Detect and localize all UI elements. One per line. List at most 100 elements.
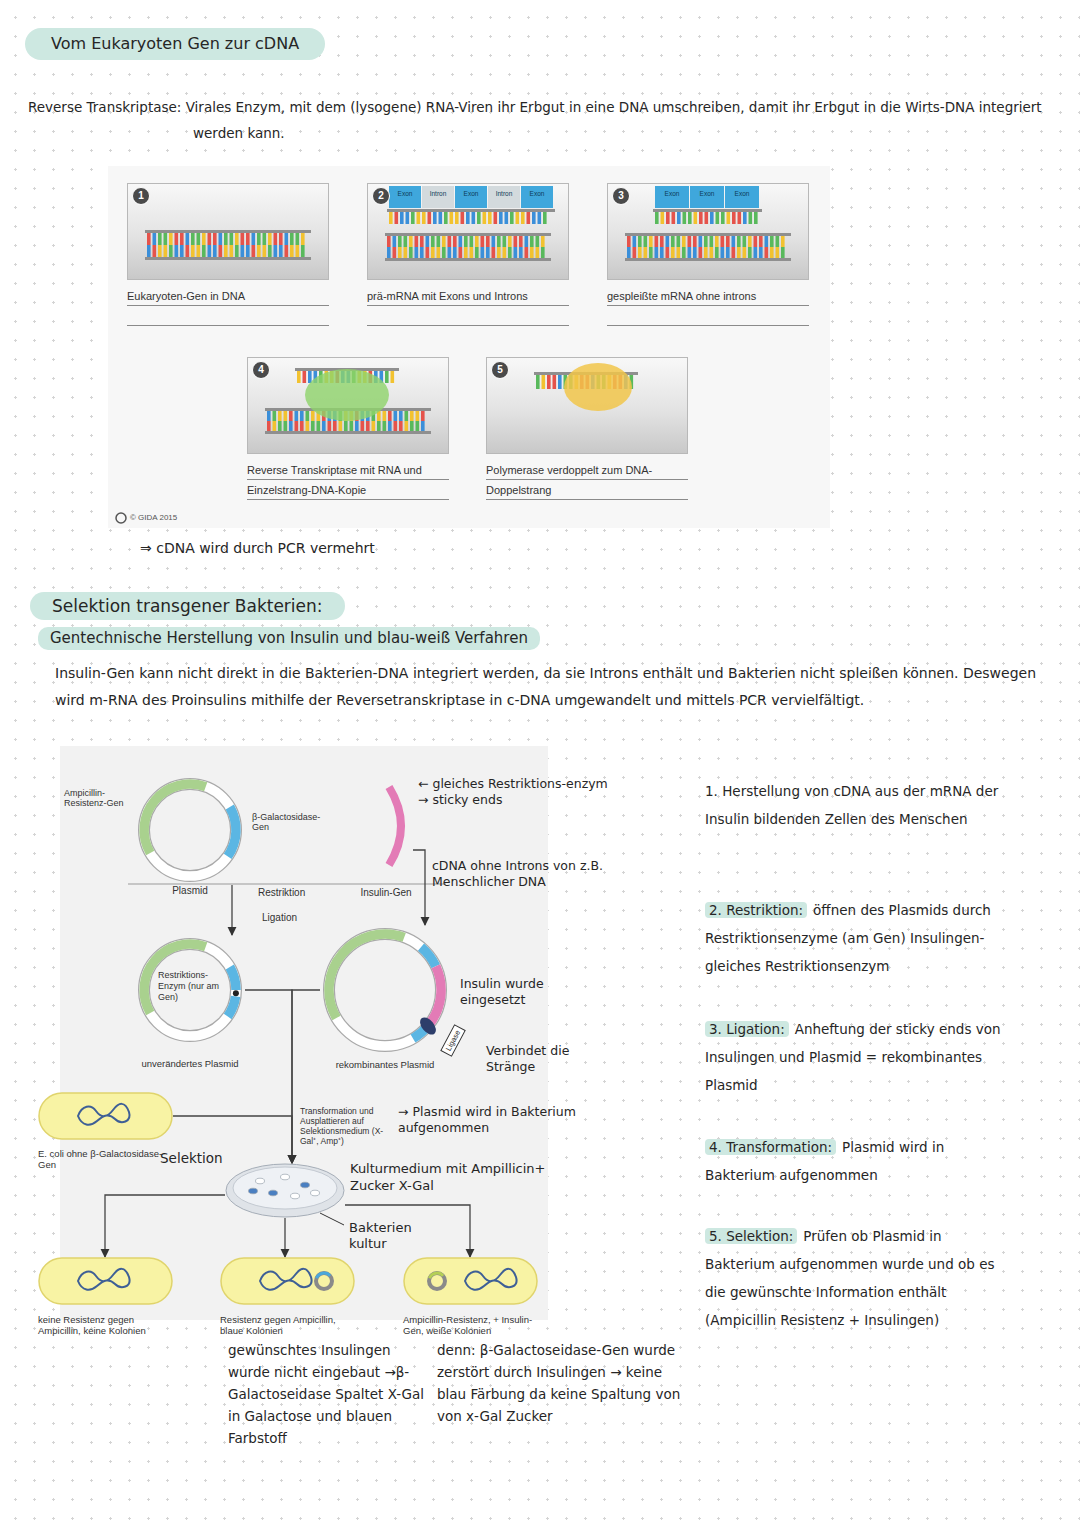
plasmid-ring: Plasmid [135, 775, 245, 885]
base [394, 421, 398, 431]
plasmid-ring [144, 944, 236, 1036]
base [453, 236, 457, 247]
base [383, 421, 387, 431]
base [191, 245, 195, 257]
base [721, 236, 725, 247]
base [488, 212, 492, 224]
gene-segment [317, 1273, 331, 1278]
base [649, 247, 653, 258]
base [732, 236, 736, 247]
plasmid-ring [144, 784, 236, 876]
chromosome [78, 1104, 130, 1125]
enzyme-tag: Ligase [440, 1024, 466, 1057]
base [483, 212, 487, 224]
base [339, 421, 343, 431]
base [257, 233, 261, 245]
gene-segment [430, 1273, 444, 1278]
plasmid-outline [144, 944, 236, 1036]
callout-number: 2 [372, 187, 390, 205]
panel-background [608, 184, 809, 280]
step-heading: 5. Selektion: [705, 1228, 797, 1244]
base [426, 247, 430, 258]
base [274, 233, 278, 245]
base [492, 236, 496, 247]
base [699, 212, 703, 224]
cell-body [39, 1093, 172, 1139]
base [743, 212, 747, 224]
base [776, 247, 780, 258]
connector-arrow [345, 1205, 470, 1257]
ligase-blob [417, 1014, 439, 1037]
base [671, 247, 675, 258]
dna-backbone [387, 209, 555, 212]
bacterium-cell-shape [220, 1257, 355, 1305]
small-plasmid [316, 1273, 332, 1289]
base [285, 245, 289, 257]
exon-box [455, 186, 487, 208]
base [219, 245, 223, 257]
base [694, 212, 698, 224]
base [311, 411, 315, 421]
base [693, 236, 697, 247]
base [633, 247, 637, 258]
explanation-paragraph: Insulin-Gen kann nicht direkt in die Bak… [55, 660, 1045, 714]
base [202, 245, 206, 257]
figure-panel: 5Polymerase verdoppelt zum DNA-Doppelstr… [486, 357, 688, 454]
base [754, 236, 758, 247]
callout-number: 5 [491, 361, 509, 379]
base [514, 236, 518, 247]
base [274, 245, 278, 257]
gene-segment [428, 966, 441, 1026]
connector-arrow [105, 1195, 225, 1257]
base [525, 236, 529, 247]
base [437, 236, 441, 247]
exon-label: Exon [690, 189, 724, 199]
base [770, 236, 774, 247]
base [191, 233, 195, 245]
base [492, 247, 496, 258]
base [682, 236, 686, 247]
base [649, 236, 653, 247]
base [464, 236, 468, 247]
definition-note: Reverse Transkriptase: Virales Enzym, mi… [28, 94, 1058, 146]
step-note: 1. Herstellung von cDNA aus der mRNA der… [705, 777, 1010, 833]
base [420, 247, 424, 258]
handwritten-note: Kulturmedium mit Ampillicin+ Zucker X-Ga… [350, 1160, 565, 1194]
base [477, 212, 481, 224]
base [263, 233, 267, 245]
base [743, 236, 747, 247]
base [510, 212, 514, 224]
base [388, 421, 392, 431]
base [754, 247, 758, 258]
step-text: 1. Herstellung von cDNA aus der mRNA der… [705, 783, 998, 827]
base [644, 236, 648, 247]
connector-arrow [284, 1218, 285, 1257]
base [677, 212, 681, 224]
base [530, 236, 534, 247]
copyright-note: © GIDA 2015 [130, 513, 177, 522]
base [543, 212, 547, 224]
cell-caption: keine Resistenz gegen Ampicillin, keine … [38, 1314, 173, 1336]
base [499, 212, 503, 224]
base [246, 233, 250, 245]
handwritten-note: denn: β-Galactoseidase-Gen wurde zerstör… [437, 1339, 692, 1427]
base [389, 212, 393, 224]
step-heading: 2. Restriktion: [705, 902, 807, 918]
base [393, 236, 397, 247]
panel-caption: Eukaryoten-Gen in DNA [127, 286, 329, 326]
plasmid-outline [144, 784, 236, 876]
cut-marker [233, 990, 239, 996]
base [268, 233, 272, 245]
colony [256, 1178, 265, 1184]
base [455, 212, 459, 224]
base [306, 421, 310, 431]
part-label: β-Galactosidase-Gen [252, 812, 326, 832]
gene-segment [230, 967, 236, 990]
panel-caption: prä-mRNA mit Exons und Introns [367, 286, 569, 326]
base [273, 421, 277, 431]
connector-arrow [413, 850, 425, 925]
exon-box [690, 186, 724, 208]
base [472, 212, 476, 224]
base [738, 212, 742, 224]
intron-box [422, 186, 454, 208]
